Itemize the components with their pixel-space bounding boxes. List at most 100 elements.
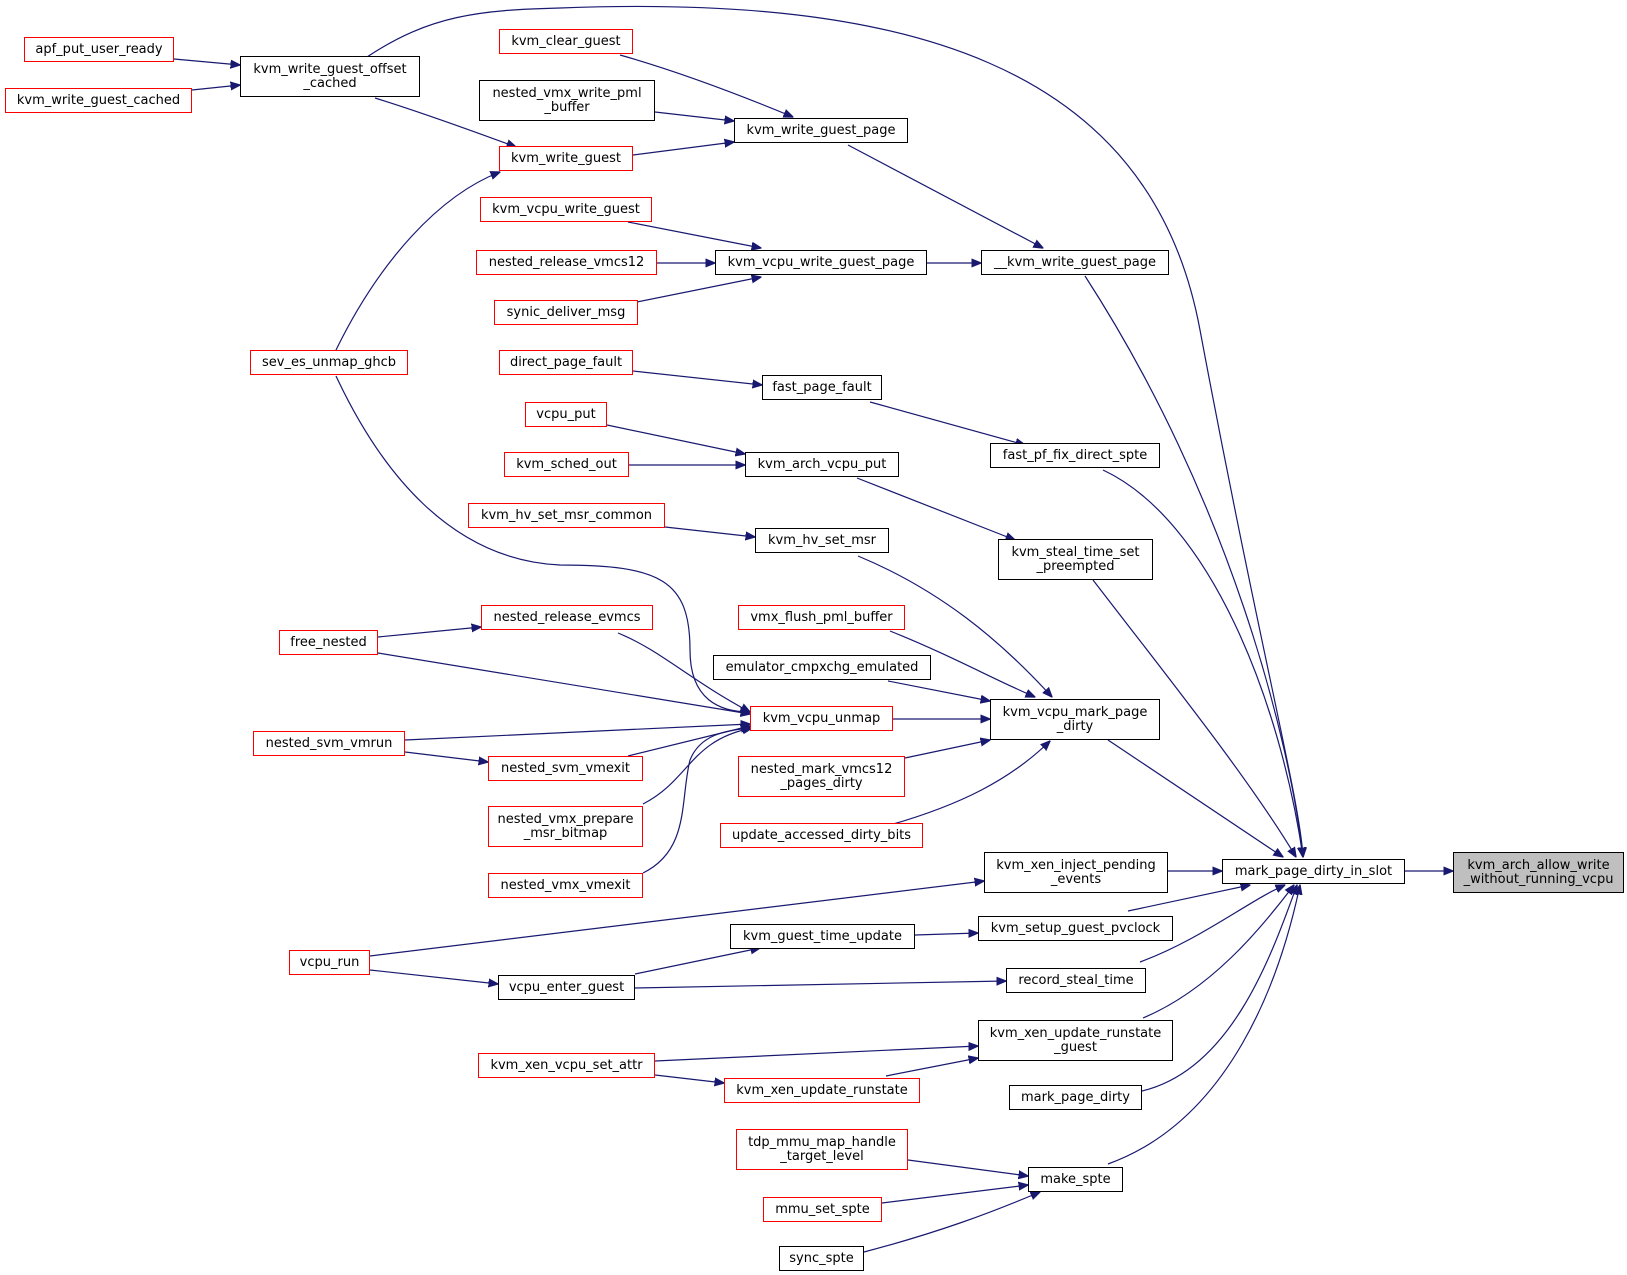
- edge-record-steal-time-to-mark-page-dirty-in-slot: [1139, 885, 1285, 963]
- edge-kvm-xen-update-runstate-guest-to-mark-page-dirty-in-slot: [1142, 885, 1294, 1019]
- node-nested-release-evmcs[interactable]: nested_release_evmcs: [481, 605, 653, 630]
- node-nested-release-vmcs12[interactable]: nested_release_vmcs12: [476, 250, 657, 275]
- node-sev-es-unmap-ghcb[interactable]: sev_es_unmap_ghcb: [250, 350, 408, 375]
- edge-vmx-flush-pml-buffer-to-kvm-vcpu-mark-page-dirty: [889, 630, 1035, 697]
- node-kvm-setup-guest-pvclock[interactable]: kvm_setup_guest_pvclock: [978, 916, 1173, 941]
- edge-direct-page-fault-to-fast-page-fault: [632, 370, 762, 385]
- node-free-nested[interactable]: free_nested: [279, 630, 378, 655]
- node-direct-page-fault[interactable]: direct_page_fault: [499, 350, 633, 375]
- node-emulator-cmpxchg-emulated[interactable]: emulator_cmpxchg_emulated: [713, 655, 931, 680]
- edge-kvm-guest-time-update-to-kvm-setup-guest-pvclock: [914, 933, 978, 935]
- node-vcpu-enter-guest[interactable]: vcpu_enter_guest: [498, 975, 635, 1000]
- edge-kvm-write-guest-offset-cached-to-mark-page-dirty-in-slot: [366, 5, 1303, 857]
- edge-kvm-xen-vcpu-set-attr-to-kvm-xen-update-runstate-guest: [654, 1046, 978, 1062]
- node-kvm-vcpu-unmap[interactable]: kvm_vcpu_unmap: [750, 706, 893, 731]
- node-kvm-xen-inject-pending-events[interactable]: kvm_xen_inject_pending _events: [984, 852, 1168, 893]
- edge-mmu-set-spte-to-make-spte: [881, 1185, 1028, 1204]
- edge-kvm-write-guest-page-inner-to-mark-page-dirty-in-slot: [1084, 275, 1303, 857]
- node-nested-svm-vmrun[interactable]: nested_svm_vmrun: [253, 731, 405, 756]
- node-nested-mark-vmcs12-pages-dirty[interactable]: nested_mark_vmcs12 _pages_dirty: [738, 756, 905, 797]
- edge-vcpu-enter-guest-to-record-steal-time: [634, 981, 1006, 989]
- node-kvm-sched-out[interactable]: kvm_sched_out: [504, 452, 629, 477]
- edge-kvm-xen-update-runstate-to-kvm-xen-update-runstate-guest: [885, 1058, 978, 1077]
- node-mark-page-dirty[interactable]: mark_page_dirty: [1009, 1085, 1142, 1110]
- edge-make-spte-to-mark-page-dirty-in-slot: [1107, 885, 1300, 1165]
- edge-free-nested-to-nested-release-evmcs: [377, 627, 481, 638]
- edge-nested-vmx-vmexit-to-kvm-vcpu-unmap: [642, 728, 752, 874]
- edge-nested-svm-vmrun-to-kvm-vcpu-unmap: [404, 724, 750, 741]
- node-kvm-clear-guest[interactable]: kvm_clear_guest: [499, 29, 633, 54]
- node-kvm-vcpu-write-guest-page[interactable]: kvm_vcpu_write_guest_page: [715, 250, 927, 275]
- node-kvm-write-guest-offset-cached[interactable]: kvm_write_guest_offset _cached: [240, 56, 420, 97]
- node-fast-page-fault[interactable]: fast_page_fault: [762, 375, 882, 400]
- edge-emulator-cmpxchg-emulated-to-kvm-vcpu-mark-page-dirty: [887, 680, 990, 701]
- edge-update-accessed-dirty-bits-to-kvm-vcpu-mark-page-dirty: [889, 741, 1050, 826]
- node-kvm-arch-vcpu-put[interactable]: kvm_arch_vcpu_put: [745, 452, 899, 477]
- node-kvm-xen-vcpu-set-attr[interactable]: kvm_xen_vcpu_set_attr: [478, 1053, 655, 1078]
- node-nested-svm-vmexit[interactable]: nested_svm_vmexit: [488, 756, 643, 781]
- edge-kvm-write-guest-cached-to-kvm-write-guest-offset-cached: [191, 85, 240, 90]
- edge-fast-pf-fix-direct-spte-to-mark-page-dirty-in-slot: [1102, 469, 1303, 857]
- edge-kvm-hv-set-msr-common-to-kvm-hv-set-msr: [664, 526, 755, 537]
- node-kvm-write-guest-page[interactable]: kvm_write_guest_page: [734, 118, 908, 143]
- edge-sev-es-unmap-ghcb-to-kvm-write-guest: [335, 172, 500, 351]
- node-synic-deliver-msg[interactable]: synic_deliver_msg: [494, 300, 638, 325]
- edge-nested-vmx-prepare-msr-bitmap-to-kvm-vcpu-unmap: [642, 728, 752, 805]
- edge-kvm-hv-set-msr-to-kvm-vcpu-mark-page-dirty: [857, 555, 1052, 697]
- edge-synic-deliver-msg-to-kvm-vcpu-write-guest-page: [631, 277, 761, 304]
- edge-vcpu-run-to-vcpu-enter-guest: [369, 969, 498, 984]
- node-vcpu-put[interactable]: vcpu_put: [525, 402, 607, 427]
- node-kvm-arch-allow-write-without-running-vcpu: kvm_arch_allow_write _without_running_vc…: [1453, 852, 1624, 893]
- node-vcpu-run[interactable]: vcpu_run: [289, 950, 370, 975]
- edge-kvm-clear-guest-to-kvm-write-guest-page: [619, 54, 793, 117]
- node-sync-spte[interactable]: sync_spte: [779, 1246, 864, 1271]
- node-kvm-vcpu-mark-page-dirty[interactable]: kvm_vcpu_mark_page _dirty: [990, 699, 1160, 740]
- edge-kvm-vcpu-mark-page-dirty-to-mark-page-dirty-in-slot: [1107, 739, 1283, 857]
- edge-kvm-steal-time-set-preempted-to-mark-page-dirty-in-slot: [1092, 579, 1296, 857]
- node-record-steal-time[interactable]: record_steal_time: [1006, 968, 1146, 993]
- node-mark-page-dirty-in-slot[interactable]: mark_page_dirty_in_slot: [1222, 859, 1405, 884]
- edge-tdp-mmu-map-handle-target-level-to-make-spte: [907, 1159, 1028, 1176]
- node-make-spte[interactable]: make_spte: [1028, 1167, 1123, 1192]
- node-vmx-flush-pml-buffer[interactable]: vmx_flush_pml_buffer: [738, 605, 905, 630]
- node-kvm-write-guest[interactable]: kvm_write_guest: [499, 146, 633, 171]
- node-kvm-steal-time-set-preempted[interactable]: kvm_steal_time_set _preempted: [998, 539, 1153, 580]
- edge-kvm-write-guest-offset-cached-to-kvm-write-guest: [374, 97, 516, 147]
- edge-nested-svm-vmrun-to-nested-svm-vmexit: [404, 751, 488, 762]
- node-kvm-hv-set-msr[interactable]: kvm_hv_set_msr: [755, 528, 889, 553]
- edge-nested-release-evmcs-to-kvm-vcpu-unmap: [617, 632, 750, 712]
- node-kvm-hv-set-msr-common[interactable]: kvm_hv_set_msr_common: [468, 503, 665, 528]
- node-update-accessed-dirty-bits[interactable]: update_accessed_dirty_bits: [720, 823, 923, 848]
- node-kvm-vcpu-write-guest[interactable]: kvm_vcpu_write_guest: [480, 197, 652, 222]
- edge-free-nested-to-kvm-vcpu-unmap: [377, 652, 750, 714]
- node-tdp-mmu-map-handle-target-level[interactable]: tdp_mmu_map_handle _target_level: [736, 1129, 908, 1170]
- edge-apf-put-user-ready-to-kvm-write-guest-offset-cached: [173, 58, 240, 65]
- node-kvm-xen-update-runstate[interactable]: kvm_xen_update_runstate: [724, 1078, 920, 1103]
- edge-vcpu-enter-guest-to-kvm-guest-time-update: [634, 948, 760, 975]
- node-apf-put-user-ready[interactable]: apf_put_user_ready: [24, 37, 174, 62]
- node-nested-vmx-write-pml-buffer[interactable]: nested_vmx_write_pml _buffer: [479, 80, 655, 121]
- node-mmu-set-spte[interactable]: mmu_set_spte: [763, 1197, 882, 1222]
- edge-sync-spte-to-make-spte: [863, 1192, 1040, 1253]
- edge-vcpu-put-to-kvm-arch-vcpu-put: [606, 424, 745, 454]
- node-kvm-xen-update-runstate-guest[interactable]: kvm_xen_update_runstate _guest: [978, 1020, 1173, 1061]
- edge-mark-page-dirty-to-mark-page-dirty-in-slot: [1141, 885, 1297, 1092]
- edge-vcpu-run-to-kvm-xen-inject-pending-events: [369, 881, 984, 957]
- node-kvm-guest-time-update[interactable]: kvm_guest_time_update: [730, 924, 915, 949]
- node-nested-vmx-prepare-msr-bitmap[interactable]: nested_vmx_prepare _msr_bitmap: [488, 806, 643, 847]
- edge-sev-es-unmap-ghcb-to-kvm-vcpu-unmap: [335, 375, 750, 712]
- edge-kvm-setup-guest-pvclock-to-mark-page-dirty-in-slot: [1127, 885, 1250, 912]
- node-nested-vmx-vmexit[interactable]: nested_vmx_vmexit: [488, 873, 643, 898]
- edge-kvm-xen-vcpu-set-attr-to-kvm-xen-update-runstate: [654, 1074, 724, 1083]
- node-kvm-write-guest-cached[interactable]: kvm_write_guest_cached: [5, 88, 192, 113]
- node-fast-pf-fix-direct-spte[interactable]: fast_pf_fix_direct_spte: [990, 443, 1160, 468]
- node-kvm-write-guest-page-inner[interactable]: __kvm_write_guest_page: [981, 250, 1169, 275]
- edge-kvm-write-guest-page-to-kvm-write-guest-page-inner: [847, 144, 1043, 248]
- edge-kvm-write-guest-to-kvm-write-guest-page: [632, 142, 734, 156]
- edge-fast-page-fault-to-fast-pf-fix-direct-spte: [869, 401, 1025, 445]
- edge-kvm-vcpu-write-guest-to-kvm-vcpu-write-guest-page: [627, 221, 761, 248]
- edge-nested-vmx-write-pml-buffer-to-kvm-write-guest-page: [654, 111, 734, 121]
- edge-kvm-arch-vcpu-put-to-kvm-steal-time-set-preempted: [856, 477, 1015, 540]
- edge-nested-mark-vmcs12-pages-dirty-to-kvm-vcpu-mark-page-dirty: [904, 740, 990, 759]
